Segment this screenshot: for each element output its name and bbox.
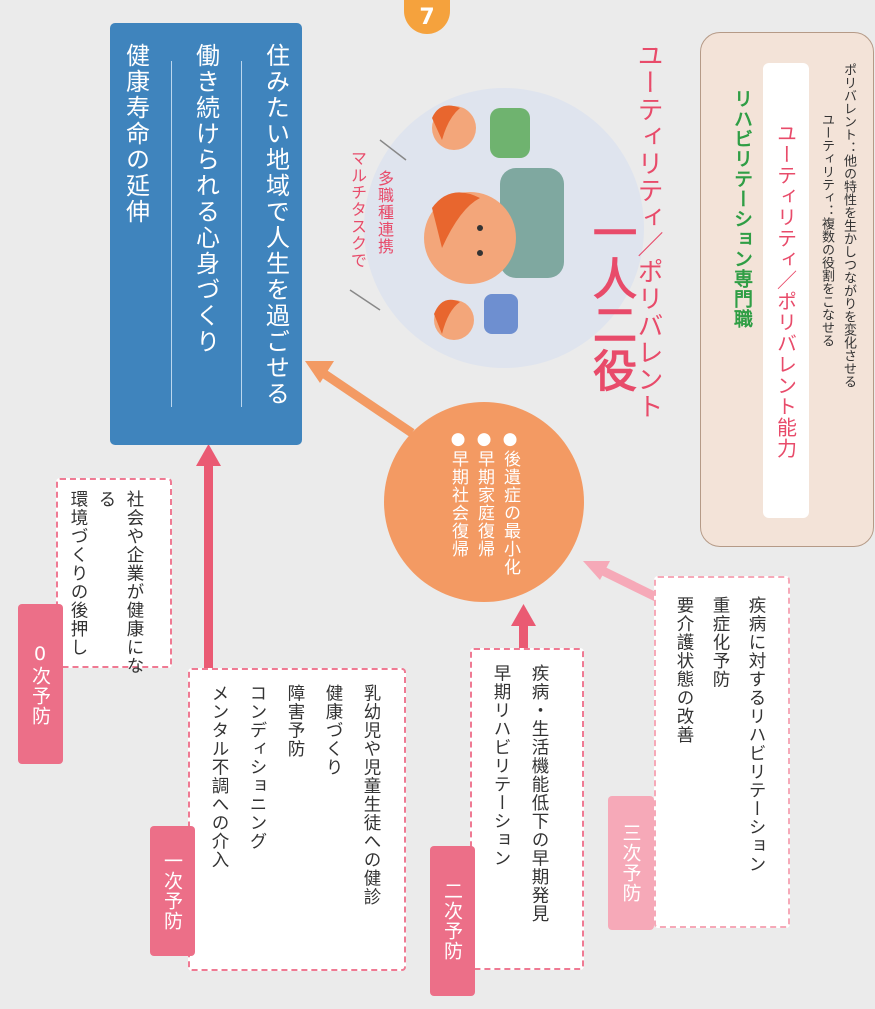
sub-text: ユーティリティ／ポリバレント xyxy=(633,42,663,420)
rehab-panel: リハビリテーション専門職 ユーティリティ／ポリバレント能力 ユーティリティ：複数… xyxy=(700,32,874,547)
rehab-note2: ポリバレント：他の特性を生かしつながりを変化させる xyxy=(841,63,856,388)
goal-box: 住みたい地域で人生を過ごせる 働き続けられる心身づくり 健康寿命の延伸 xyxy=(110,23,302,445)
speech-line2: 多職種連携 xyxy=(375,170,394,255)
prevention-1-line: 障害予防 xyxy=(285,684,305,758)
child-bottom-body xyxy=(484,294,518,334)
goal-divider xyxy=(170,61,172,407)
prevention-3-line: 要介護状態の改善 xyxy=(674,596,694,744)
arrow-tertiary-shaft xyxy=(601,566,660,603)
main-figure-body xyxy=(500,168,564,278)
prevention-2-line: 早期リハビリテーション xyxy=(491,664,511,868)
goal-item-1: 健康寿命の延伸 xyxy=(121,43,150,225)
prevention-3-line: 疾病に対するリハビリテーション xyxy=(746,596,766,874)
prevention-1-box: 乳幼児や児童生徒への健診 健康づくり 障害予防 コンディショニング メンタル不調… xyxy=(188,668,406,971)
prevention-1-line: コンディショニング xyxy=(247,684,267,851)
prevention-2-tag: 二次予防 xyxy=(430,846,475,996)
arrow-tertiary-head xyxy=(583,561,610,580)
speech-strokes xyxy=(349,139,407,311)
prevention-3-tag: 三次予防 xyxy=(608,796,654,930)
prevention-1-line: メンタル不調への介入 xyxy=(209,684,229,869)
goal-item-2: 働き続けられる心身づくり xyxy=(191,43,220,355)
outcome-list: ●後遺症の最小化 ●早期家庭復帰 ●早期社会復帰 xyxy=(445,429,523,576)
arrow-circle-head xyxy=(305,361,334,383)
prevention-3-box: 疾病に対するリハビリテーション 重症化予防 要介護状態の改善 xyxy=(654,576,790,928)
arrow-circle-shaft xyxy=(320,369,415,437)
prevention-1-line: 健康づくり xyxy=(323,684,343,777)
prevention-1-text: 乳幼児や児童生徒への健診 健康づくり 障害予防 コンディショニング メンタル不調… xyxy=(190,670,400,997)
speech-line1: マルチタスクで xyxy=(348,150,367,269)
prevention-0-line: 社会や企業が健康になる xyxy=(96,490,144,675)
arrow-primary-head xyxy=(196,444,221,466)
rehab-highlight: ユーティリティ／ポリバレント能力 xyxy=(763,63,809,518)
goal-item-3: 住みたい地域で人生を過ごせる xyxy=(261,43,290,407)
outcome-item: ●早期家庭復帰 xyxy=(474,428,494,558)
prevention-3-text: 疾病に対するリハビリテーション 重症化予防 要介護状態の改善 xyxy=(656,578,784,962)
arrow-secondary-head xyxy=(511,604,536,626)
arrow-secondary-shaft xyxy=(519,622,528,650)
prevention-1-tag: 一次予防 xyxy=(150,826,195,956)
people-illustration xyxy=(424,105,564,340)
outcome-circle: ●後遺症の最小化 ●早期家庭復帰 ●早期社会復帰 xyxy=(384,402,584,602)
rehab-title: リハビリテーション専門職 xyxy=(731,89,753,329)
prevention-1-line: 乳幼児や児童生徒への健診 xyxy=(361,684,381,906)
child-top-body xyxy=(490,108,530,158)
arrow-primary-shaft xyxy=(204,462,213,668)
prevention-0-tag: 0次予防 xyxy=(18,604,63,764)
prevention-2-text: 疾病・生活機能低下の早期発見 早期リハビリテーション xyxy=(472,650,568,996)
prevention-2-line: 疾病・生活機能低下の早期発見 xyxy=(529,664,549,923)
prevention-0-text: 社会や企業が健康になる 環境づくりの後押し xyxy=(58,480,154,686)
big-text: 一人二役 xyxy=(585,210,636,394)
goal-divider xyxy=(240,61,242,407)
main-figure-hair xyxy=(432,192,480,248)
prevention-0-box: 社会や企業が健康になる 環境づくりの後押し xyxy=(56,478,172,675)
outcome-item: ●後遺症の最小化 xyxy=(500,428,520,576)
outcome-item: ●早期社会復帰 xyxy=(448,428,468,558)
prevention-2-box: 疾病・生活機能低下の早期発見 早期リハビリテーション xyxy=(470,648,584,970)
prevention-0-line: 環境づくりの後押し xyxy=(68,490,88,657)
rehab-note1: ユーティリティ：複数の役割をこなせる xyxy=(819,113,834,347)
prevention-3-line: 重症化予防 xyxy=(710,596,730,689)
